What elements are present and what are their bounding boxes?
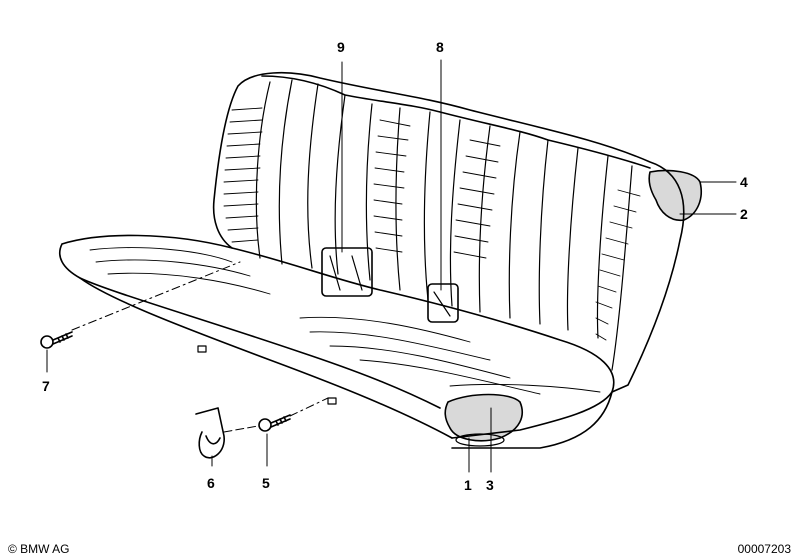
- seat-spring-coil: [455, 433, 505, 447]
- callout-4: 4: [740, 174, 748, 190]
- screw-7: [40, 331, 73, 349]
- seat-cushion-front: [79, 277, 613, 449]
- seat-cushion-outline: [58, 234, 615, 439]
- copyright-text: © BMW AG: [8, 542, 70, 556]
- callout-5: 5: [262, 475, 270, 491]
- backrest-ribs: [223, 107, 641, 341]
- leader-lines: [46, 59, 737, 473]
- callout-1: 1: [464, 477, 472, 493]
- buckle-8: [427, 283, 459, 323]
- backrest-seams: [255, 79, 633, 371]
- buckle-9: [321, 247, 373, 297]
- backrest-top-roll: [261, 75, 651, 169]
- callout-9: 9: [337, 39, 345, 55]
- callout-3: 3: [486, 477, 494, 493]
- screw-5: [258, 414, 291, 432]
- callout-8: 8: [436, 39, 444, 55]
- seat-spring: [444, 393, 524, 442]
- backrest-outline: [212, 71, 685, 393]
- callout-6: 6: [207, 475, 215, 491]
- callout-2: 2: [740, 206, 748, 222]
- clip-6: [195, 407, 225, 459]
- diagram-number: 00007203: [737, 542, 791, 556]
- seat-cushion-ribs: [89, 247, 601, 395]
- callout-7: 7: [42, 378, 50, 394]
- hinge-cover: [648, 169, 702, 222]
